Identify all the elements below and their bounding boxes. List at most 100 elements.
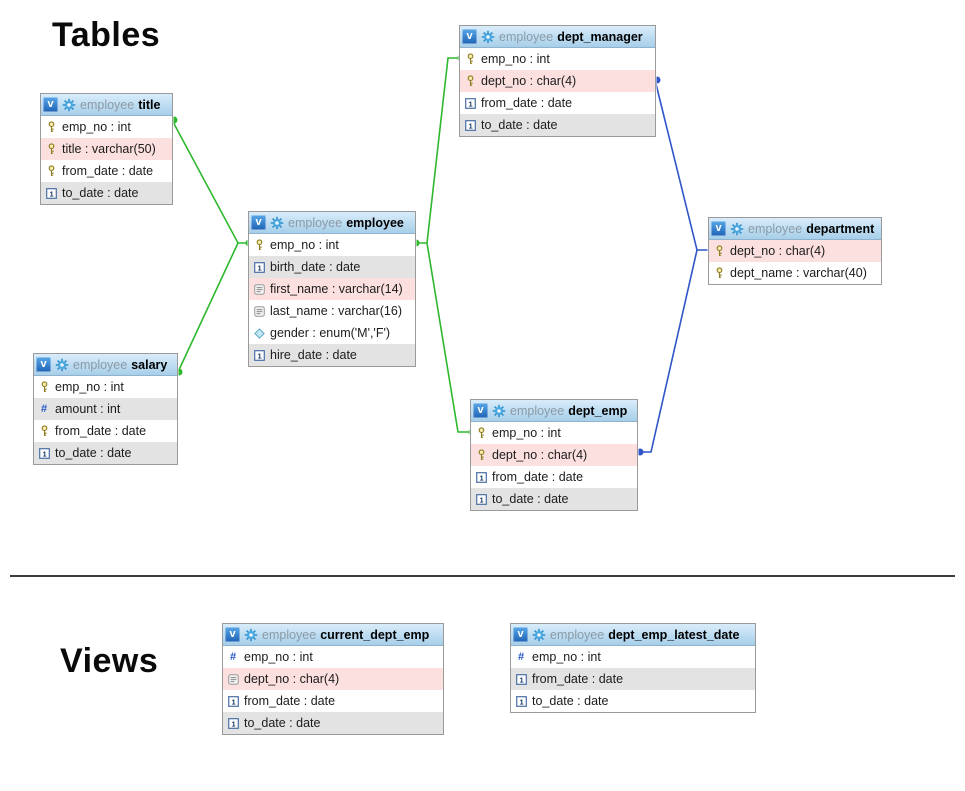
field-label: birth_date : date: [270, 260, 361, 274]
designer-v-icon[interactable]: v: [225, 627, 240, 642]
field-row-emp_no[interactable]: #emp_no : int: [511, 646, 755, 668]
table-header[interactable]: v employee dept_manager: [460, 26, 655, 48]
table-name: employee: [346, 215, 404, 230]
table-options-gear-icon[interactable]: [532, 628, 546, 642]
table-header[interactable]: v employee dept_emp: [471, 400, 637, 422]
table-options-gear-icon[interactable]: [244, 628, 258, 642]
field-row-dept_no[interactable]: dept_no : char(4): [460, 70, 655, 92]
table-node-dept-manager[interactable]: v employee dept_manager emp_no : int dept…: [459, 25, 656, 137]
text-icon: [253, 305, 265, 317]
views-heading: Views: [60, 642, 159, 680]
key-icon: [38, 381, 50, 393]
schema-name: employee: [80, 97, 135, 112]
field-label: dept_no : char(4): [492, 448, 588, 462]
table-options-gear-icon[interactable]: [62, 98, 76, 112]
field-row-dept_no[interactable]: dept_no : char(4): [471, 444, 637, 466]
schema-name: employee: [73, 357, 128, 372]
table-node-dept-emp[interactable]: v employee dept_emp emp_no : int dept_no …: [470, 399, 638, 511]
table-header[interactable]: v employee title: [41, 94, 172, 116]
table-options-gear-icon[interactable]: [55, 358, 69, 372]
date-icon: 1: [253, 349, 265, 361]
key-icon: [475, 427, 487, 439]
field-row-dept_no[interactable]: dept_no : char(4): [223, 668, 443, 690]
table-node-department[interactable]: v employee department dept_no : char(4)d…: [708, 217, 882, 285]
table-header[interactable]: v employee dept_emp_latest_date: [511, 624, 755, 646]
svg-text:1: 1: [479, 495, 483, 504]
svg-text:1: 1: [519, 697, 523, 706]
field-label: hire_date : date: [270, 348, 357, 362]
enum-icon: [253, 327, 265, 339]
field-row-amount[interactable]: #amount : int: [34, 398, 177, 420]
table-name: salary: [131, 357, 168, 372]
field-label: to_date : date: [481, 118, 558, 132]
designer-v-icon[interactable]: v: [473, 403, 488, 418]
table-options-gear-icon[interactable]: [481, 30, 495, 44]
field-label: to_date : date: [532, 694, 609, 708]
field-row-gender[interactable]: gender : enum('M','F'): [249, 322, 415, 344]
relation-line-salary-employee: [177, 242, 239, 373]
table-header[interactable]: v employee employee: [249, 212, 415, 234]
field-row-emp_no[interactable]: #emp_no : int: [223, 646, 443, 668]
field-label: last_name : varchar(16): [270, 304, 403, 318]
field-row-from_date[interactable]: from_date : date: [41, 160, 172, 182]
num-icon: #: [229, 651, 237, 663]
tables-heading: Tables: [52, 16, 161, 54]
designer-v-icon[interactable]: v: [251, 215, 266, 230]
key-icon: [253, 239, 265, 251]
field-label: emp_no : int: [481, 52, 550, 66]
date-icon: 1: [227, 695, 239, 707]
date-icon: 1: [464, 97, 476, 109]
schema-name: employee: [262, 627, 317, 642]
table-options-gear-icon[interactable]: [730, 222, 744, 236]
table-header[interactable]: v employee department: [709, 218, 881, 240]
field-row-first_name[interactable]: first_name : varchar(14): [249, 278, 415, 300]
field-label: to_date : date: [62, 186, 139, 200]
table-options-gear-icon[interactable]: [270, 216, 284, 230]
field-row-emp_no[interactable]: emp_no : int: [460, 48, 655, 70]
table-name: dept_manager: [557, 29, 643, 44]
field-row-dept_name[interactable]: dept_name : varchar(40): [709, 262, 881, 284]
field-row-emp_no[interactable]: emp_no : int: [34, 376, 177, 398]
table-header[interactable]: v employee current_dept_emp: [223, 624, 443, 646]
view-node-current-dept-emp[interactable]: v employee current_dept_emp #emp_no : in…: [222, 623, 444, 735]
text-icon: [227, 673, 239, 685]
designer-v-icon[interactable]: v: [513, 627, 528, 642]
field-row-title[interactable]: title : varchar(50): [41, 138, 172, 160]
field-label: emp_no : int: [270, 238, 339, 252]
table-name: dept_emp_latest_date: [608, 627, 740, 642]
svg-text:1: 1: [479, 473, 483, 482]
field-row-hire_date[interactable]: 1 hire_date : date: [249, 344, 415, 366]
field-row-dept_no[interactable]: dept_no : char(4): [709, 240, 881, 262]
field-row-to_date[interactable]: 1 to_date : date: [511, 690, 755, 712]
designer-v-icon[interactable]: v: [43, 97, 58, 112]
field-row-last_name[interactable]: last_name : varchar(16): [249, 300, 415, 322]
field-row-from_date[interactable]: from_date : date: [34, 420, 177, 442]
svg-text:1: 1: [468, 99, 472, 108]
date-icon: 1: [475, 493, 487, 505]
field-row-emp_no[interactable]: emp_no : int: [249, 234, 415, 256]
field-row-emp_no[interactable]: emp_no : int: [41, 116, 172, 138]
table-name: title: [138, 97, 161, 112]
table-options-gear-icon[interactable]: [492, 404, 506, 418]
field-row-emp_no[interactable]: emp_no : int: [471, 422, 637, 444]
designer-v-icon[interactable]: v: [462, 29, 477, 44]
designer-v-icon[interactable]: v: [36, 357, 51, 372]
table-header[interactable]: v employee salary: [34, 354, 177, 376]
relation-line-title-employee: [171, 119, 249, 244]
view-node-dept-emp-latest-date[interactable]: v employee dept_emp_latest_date #emp_no …: [510, 623, 756, 713]
table-node-salary[interactable]: v employee salary emp_no : int#amount : …: [33, 353, 178, 465]
designer-v-icon[interactable]: v: [711, 221, 726, 236]
date-icon: 1: [475, 471, 487, 483]
